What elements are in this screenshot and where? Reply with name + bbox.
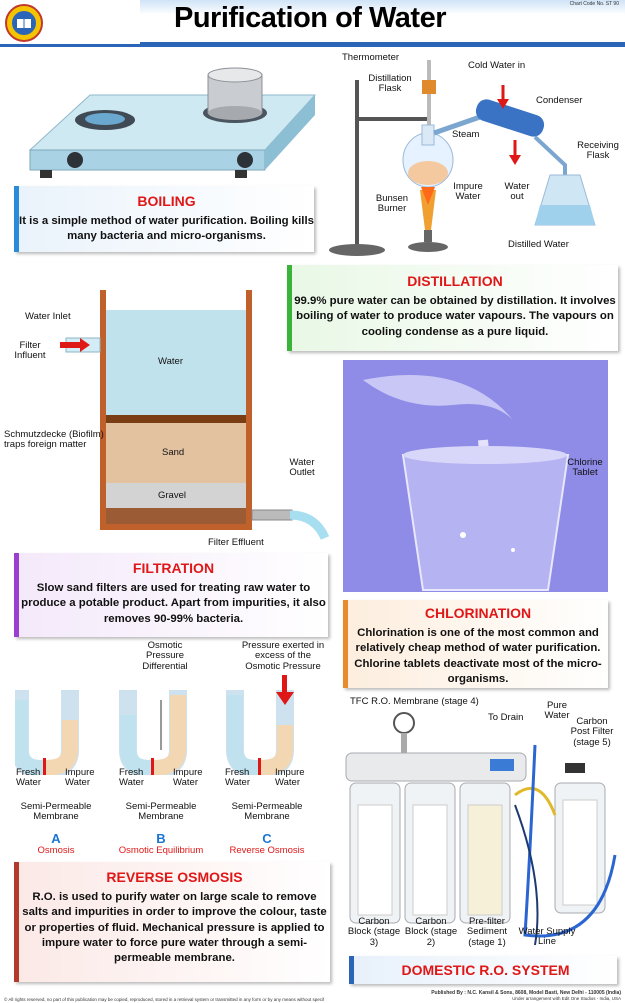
label-carbon-block-3: Carbon Block (stage 3) xyxy=(347,916,401,948)
post-filter-canister xyxy=(554,763,606,914)
u-tube-c xyxy=(226,675,294,775)
footer-rights: © All rights reserved, no part of this p… xyxy=(4,997,324,1002)
label-membrane-a: Semi-Permeable Membrane xyxy=(20,801,92,823)
ro-system-box: DOMESTIC R.O. SYSTEM xyxy=(349,956,617,984)
distillation-apparatus xyxy=(329,60,596,256)
header-rule xyxy=(0,44,625,47)
filter-canister-3 xyxy=(349,782,401,924)
filter-canister-2 xyxy=(404,782,456,924)
label-prefilter-sediment: Pre-filter Sediment (stage 1) xyxy=(466,916,508,948)
label-schmutzdecke: Schmutzdecke (Biofilm) traps foreign mat… xyxy=(4,429,104,451)
filtration-text: Slow sand filters are used for treating … xyxy=(21,581,326,625)
label-filter-effluent: Filter Effluent xyxy=(208,537,264,548)
distillation-text: 99.9% pure water can be obtained by dist… xyxy=(294,294,616,338)
label-fresh-water-b: Fresh Water xyxy=(119,767,144,789)
ro-system-heading: DOMESTIC R.O. SYSTEM xyxy=(401,962,570,978)
reverse-osmosis-box: REVERSE OSMOSIS R.O. is used to purify w… xyxy=(14,862,330,982)
label-water-outlet: Water Outlet xyxy=(289,457,315,479)
label-chlorine-tablet: Chlorine Tablet xyxy=(567,457,603,479)
label-carbon-block-2: Carbon Block (stage 2) xyxy=(404,916,458,948)
boiling-box: BOILING It is a simple method of water p… xyxy=(14,186,314,252)
page-title: Purification of Water xyxy=(174,2,447,34)
distillation-box: DISTILLATION 99.9% pure water can be obt… xyxy=(287,265,618,351)
label-cold-water-in: Cold Water in xyxy=(468,60,526,71)
footer-arrangement: Under arrangement with Edit One Studios … xyxy=(512,996,621,1001)
boiling-heading: BOILING xyxy=(137,193,196,209)
chlorination-box: CHLORINATION Chlorination is one of the … xyxy=(343,600,608,688)
label-fresh-water-c: Fresh Water xyxy=(225,767,250,789)
chlorination-heading: CHLORINATION xyxy=(424,605,532,621)
label-pure-water: Pure Water xyxy=(544,700,570,722)
reverse-osmosis-heading: REVERSE OSMOSIS xyxy=(106,869,243,885)
label-impure-water-b: Impure Water xyxy=(173,767,203,789)
label-filter-influent: Filter Influent xyxy=(14,340,46,362)
label-pressure-exerted: Pressure exerted in excess of the Osmoti… xyxy=(241,640,325,672)
footer-published: Published By : N.C. Kansil & Sons, 8608,… xyxy=(431,990,621,996)
label-bunsen-burner: Bunsen Burner xyxy=(375,193,409,215)
label-reverse-osmosis: Reverse Osmosis xyxy=(229,845,305,856)
label-thermometer: Thermometer xyxy=(342,52,400,63)
boiling-text: It is a simple method of water purificat… xyxy=(19,214,314,243)
label-letter-c: C xyxy=(262,831,272,846)
label-to-drain: To Drain xyxy=(488,712,524,723)
gas-stove-illustration xyxy=(28,67,317,178)
label-gravel: Gravel xyxy=(158,490,186,501)
label-steam: Steam xyxy=(452,129,480,140)
label-water-out: Water out xyxy=(504,181,530,203)
label-letter-a: A xyxy=(51,831,61,846)
header: Purification of Water Chart Code No. ST … xyxy=(0,0,625,46)
chlorination-photo xyxy=(343,360,608,592)
label-membrane-c: Semi-Permeable Membrane xyxy=(231,801,303,823)
label-osmosis: Osmosis xyxy=(37,845,75,856)
u-tube-b xyxy=(119,690,187,775)
label-condenser: Condenser xyxy=(536,95,583,106)
filtration-box: FILTRATION Slow sand filters are used fo… xyxy=(14,553,328,637)
label-water-inlet: Water Inlet xyxy=(25,311,71,322)
label-water-supply-line: Water Supply Line xyxy=(518,926,576,948)
label-water: Water xyxy=(158,356,183,367)
distillation-heading: DISTILLATION xyxy=(407,273,503,289)
chart-code: Chart Code No. ST 90 xyxy=(569,1,619,7)
ro-system-illustration xyxy=(345,712,617,946)
label-osmotic-pressure: Osmotic Pressure Differential xyxy=(142,640,188,672)
footer: © All rights reserved, no part of this p… xyxy=(0,990,625,1003)
label-sand: Sand xyxy=(162,447,185,458)
publisher-logo-icon xyxy=(5,4,43,42)
label-osmotic-equilibrium: Osmotic Equilibrium xyxy=(118,845,204,856)
label-distillation-flask: Distillation Flask xyxy=(368,73,412,95)
label-fresh-water-a: Fresh Water xyxy=(16,767,41,789)
label-membrane-b: Semi-Permeable Membrane xyxy=(125,801,197,823)
osmosis-u-tubes xyxy=(15,675,294,775)
label-carbon-post-filter: Carbon Post Filter (stage 5) xyxy=(570,716,614,748)
label-tfc-membrane: TFC R.O. Membrane (stage 4) xyxy=(350,696,479,707)
filtration-heading: FILTRATION xyxy=(132,560,215,576)
filter-canister-1 xyxy=(459,782,511,924)
label-impure-water-a: Impure Water xyxy=(65,767,95,789)
label-impure-water: Impure Water xyxy=(453,181,483,203)
label-impure-water-c: Impure Water xyxy=(275,767,305,789)
label-distilled-water: Distilled Water xyxy=(508,239,569,250)
label-receiving-flask: Receiving Flask xyxy=(577,140,619,162)
label-letter-b: B xyxy=(156,831,166,846)
chlorination-text: Chlorination is one of the most common a… xyxy=(354,626,602,686)
u-tube-a xyxy=(15,690,79,775)
sand-filter-illustration xyxy=(60,290,330,540)
reverse-osmosis-text: R.O. is used to purify water on large sc… xyxy=(22,890,327,965)
